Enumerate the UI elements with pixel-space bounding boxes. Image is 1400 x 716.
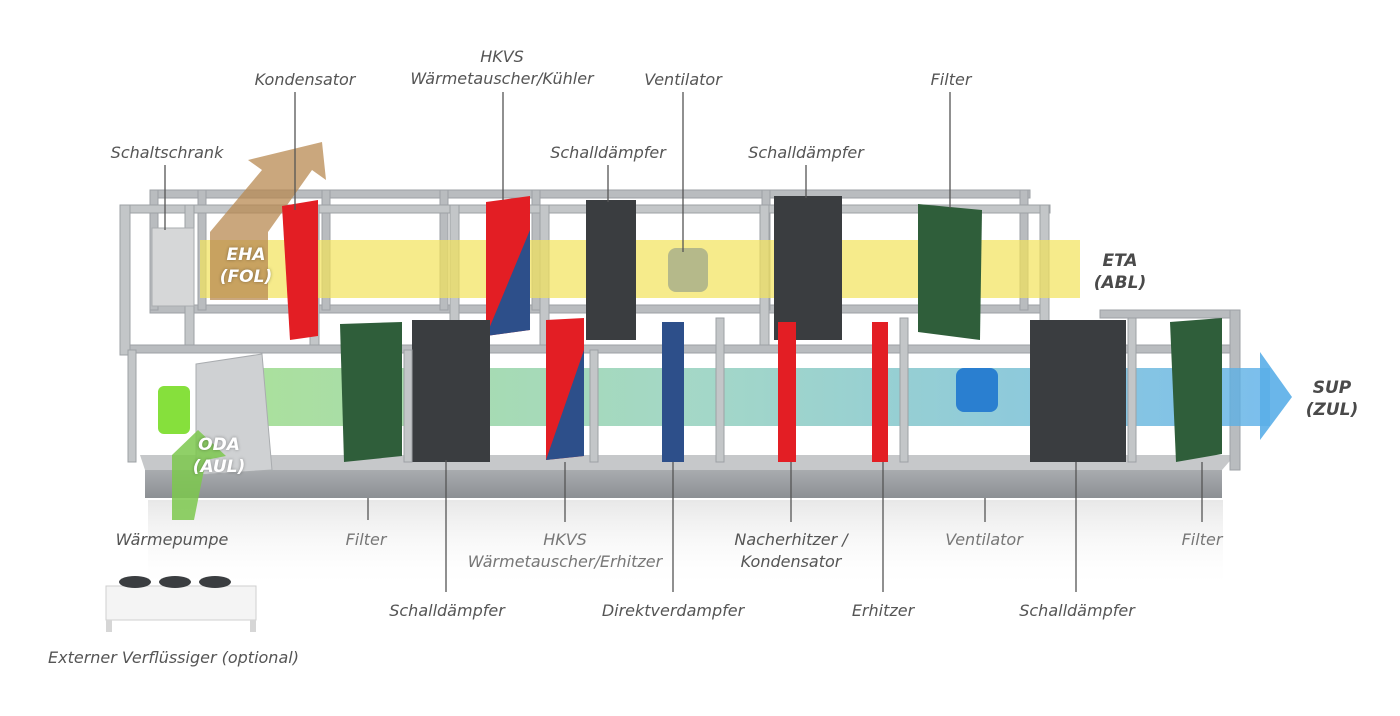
silencer-upper-1 bbox=[586, 200, 636, 340]
label-schalldaempfer-top-2: Schalldämpfer bbox=[748, 143, 864, 162]
oda-arrow bbox=[172, 430, 226, 520]
label-ventilator-top: Ventilator bbox=[644, 70, 722, 89]
external-condenser bbox=[105, 576, 257, 632]
silencer-lower-1 bbox=[412, 320, 490, 462]
control-cabinet bbox=[151, 227, 195, 307]
reheater-condenser bbox=[778, 322, 796, 462]
label-direktverdampfer: Direktverdampfer bbox=[601, 601, 745, 620]
label-schalldaempfer-1: Schalldämpfer bbox=[389, 601, 505, 620]
label-schalldaempfer-2: Schalldämpfer bbox=[1019, 601, 1135, 620]
sup-arrow-head bbox=[1260, 352, 1292, 440]
hkvs-heater-blue bbox=[546, 350, 584, 460]
leader-lines bbox=[164, 92, 1203, 592]
filter-lower-1 bbox=[340, 322, 402, 462]
label-hkvs-erhitzer: HKVS Wärmetauscher/Erhitzer bbox=[467, 530, 663, 571]
label-filter-1: Filter bbox=[345, 530, 387, 549]
label-oda: ODA (AUL) bbox=[192, 435, 246, 477]
label-sup: SUP (ZUL) bbox=[1305, 378, 1359, 420]
frame-lower-front bbox=[127, 317, 1137, 463]
label-waermepumpe: Wärmepumpe bbox=[115, 530, 229, 549]
label-schalldaempfer-top-1: Schalldämpfer bbox=[550, 143, 666, 162]
fan-upper bbox=[668, 248, 708, 292]
filter-lower-2 bbox=[1170, 318, 1222, 462]
direct-evaporator bbox=[662, 322, 684, 462]
label-filter-top: Filter bbox=[930, 70, 972, 89]
heater bbox=[872, 322, 888, 462]
label-schaltschrank: Schaltschrank bbox=[110, 143, 224, 162]
hkvs-cooler-blue bbox=[486, 230, 530, 336]
label-erhitzer: Erhitzer bbox=[851, 601, 915, 620]
label-eha: EHA (FOL) bbox=[219, 245, 273, 287]
label-nacherhitzer: Nacherhitzer / Kondensator bbox=[734, 530, 848, 571]
filter-upper bbox=[918, 204, 982, 340]
condenser-panel bbox=[282, 200, 318, 340]
label-kondensator: Kondensator bbox=[254, 70, 356, 89]
base-plinth bbox=[145, 470, 1222, 498]
label-hkvs-kuehler: HKVS Wärmetauscher/Kühler bbox=[410, 47, 594, 88]
eha-arrow bbox=[210, 142, 326, 300]
heat-pump bbox=[158, 386, 190, 434]
silencer-lower-2 bbox=[1030, 320, 1126, 462]
silencer-upper-2 bbox=[774, 196, 842, 340]
label-filter-2: Filter bbox=[1181, 530, 1223, 549]
fan-lower bbox=[956, 368, 998, 412]
label-eta: ETA (ABL) bbox=[1093, 251, 1147, 293]
label-externer-verfluessiger: Externer Verflüssiger (optional) bbox=[48, 648, 299, 667]
floor-reflection bbox=[148, 500, 1223, 590]
label-ventilator-bottom: Ventilator bbox=[945, 530, 1023, 549]
